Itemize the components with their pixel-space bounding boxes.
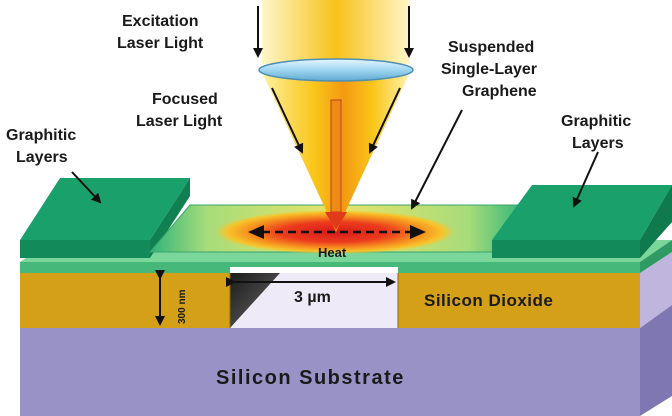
excitation-beam	[253, 0, 414, 64]
beam-column	[262, 0, 410, 64]
left-block-front	[20, 240, 150, 258]
cone-arrow-left	[271, 87, 304, 154]
center-beam	[330, 99, 342, 213]
substrate-side-face	[640, 305, 672, 416]
label-thickness: 300 nm	[177, 289, 188, 324]
left-block-side	[150, 178, 190, 258]
label-gap-width: 3 µm	[294, 289, 331, 306]
heat-arrowhead-right	[410, 225, 426, 239]
heat-arrowhead-left	[248, 225, 264, 239]
oxide-front-right	[398, 273, 640, 328]
cone-arrow-right	[368, 87, 401, 154]
label-focused-2: Laser Light	[136, 113, 223, 130]
label-graphitic-right-1: Graphitic	[561, 113, 631, 130]
pointer-suspended-graphene	[411, 109, 463, 210]
label-silicon-substrate: Silicon Substrate	[216, 367, 405, 389]
center-beam-tip	[325, 212, 347, 230]
right-block-side	[640, 185, 672, 258]
right-block-top	[492, 185, 672, 240]
left-graphitic-block	[20, 178, 190, 258]
label-excitation-2: Laser Light	[117, 35, 204, 52]
label-heat: Heat	[318, 245, 347, 260]
strip-front-left	[20, 262, 230, 273]
focused-cone	[262, 72, 410, 232]
substrate-front-face	[20, 328, 640, 416]
focusing-lens	[258, 58, 414, 82]
strip-front-right	[398, 262, 640, 273]
label-graphitic-left-1: Graphitic	[6, 127, 76, 144]
strip-front-middle	[230, 262, 398, 267]
label-silicon-dioxide: Silicon Dioxide	[424, 291, 553, 310]
heat-arrow	[248, 225, 426, 239]
right-block-front	[492, 240, 640, 258]
label-focused-1: Focused	[152, 91, 218, 108]
label-graphitic-right-2: Layers	[572, 135, 624, 152]
label-suspended-1: Suspended	[448, 39, 534, 56]
strip-side	[640, 240, 672, 273]
oxide-side-face	[640, 252, 672, 328]
label-suspended-3: Graphene	[462, 83, 537, 100]
pointer-right-graphitic	[572, 151, 599, 208]
left-block-top	[20, 178, 190, 240]
label-graphitic-left-2: Layers	[16, 149, 68, 166]
label-suspended-2: Single-Layer	[441, 61, 537, 78]
pointer-left-graphitic	[71, 171, 102, 204]
oxide-front-left	[20, 273, 230, 328]
right-graphitic-block	[492, 185, 672, 258]
label-excitation-1: Excitation	[122, 13, 198, 30]
